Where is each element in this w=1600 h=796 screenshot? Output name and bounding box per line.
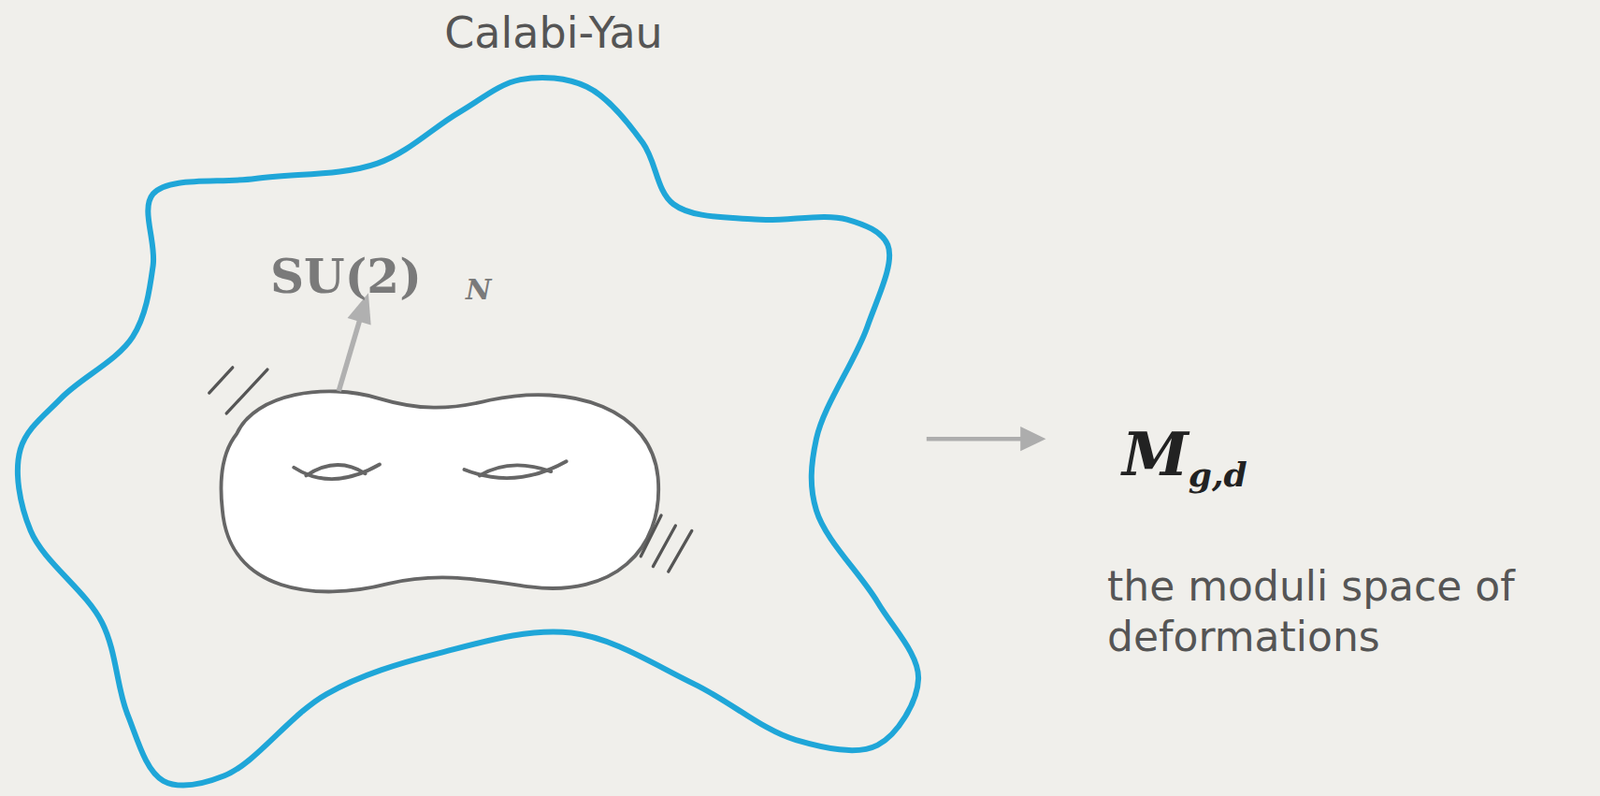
moduli-symbol: M — [1122, 418, 1189, 490]
surface-holes — [293, 461, 566, 479]
region-outline — [0, 0, 936, 796]
map-arrow — [926, 426, 1047, 451]
normal-arrow — [338, 292, 371, 391]
calabi-yau-region: Calabi-Yau — [0, 0, 936, 796]
group-label: SU(2) — [270, 248, 422, 304]
moduli-description: the moduli space of deformations — [1107, 561, 1528, 663]
genus-two-surface — [221, 390, 660, 591]
region-outline-path — [17, 77, 919, 786]
group-subscript: N — [465, 273, 491, 306]
motion-marks — [209, 367, 692, 572]
region-title: Calabi-Yau — [444, 7, 664, 58]
moduli-subscript: g,d — [1188, 454, 1248, 494]
